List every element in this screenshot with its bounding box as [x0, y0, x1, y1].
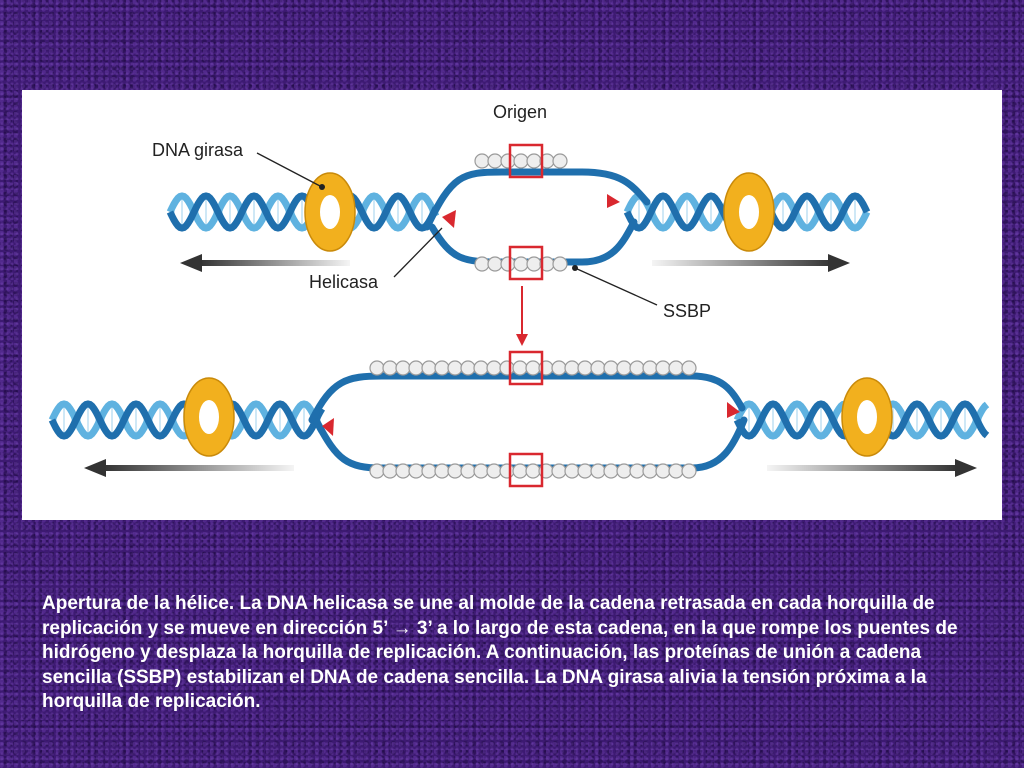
ssbp-bead — [369, 463, 385, 479]
ssbp-bead — [577, 360, 593, 376]
ssbp-bead — [382, 360, 398, 376]
ssbp-bead — [499, 360, 515, 376]
label-helicase: Helicasa — [309, 272, 379, 292]
ssbp-bead — [513, 153, 529, 169]
ssbp-bead — [526, 153, 542, 169]
ssbp-bead — [408, 463, 424, 479]
ssbp-bead — [525, 360, 541, 376]
arrow-top-left — [180, 254, 350, 272]
ssbp-bead — [500, 153, 516, 169]
ssbp-bead — [629, 463, 645, 479]
helicase-top-left — [442, 210, 456, 228]
ssbp-bead — [552, 256, 568, 272]
ssbp-bead — [460, 360, 476, 376]
ssbp-bead — [460, 463, 476, 479]
ssbp-bead — [473, 360, 489, 376]
ssbp-bead — [616, 360, 632, 376]
helicase-leader-line — [393, 227, 443, 278]
origin-box-bottom-upper — [508, 350, 544, 386]
ssbp-bead — [474, 256, 490, 272]
ssbp-beads-bottom-upper — [369, 360, 697, 376]
transition-arrow — [516, 286, 528, 346]
ssbp-bead — [668, 360, 684, 376]
ssbp-bead — [512, 360, 528, 376]
ssbp-bead — [603, 360, 619, 376]
ssbp-bead — [434, 463, 450, 479]
ssbp-bead — [552, 153, 568, 169]
ssbp-beads-top-lower — [474, 256, 568, 272]
origin-box-bottom-lower — [508, 452, 544, 488]
ssbp-bead — [642, 360, 658, 376]
ssbp-bead — [564, 463, 580, 479]
gyrase-leader-line — [256, 152, 321, 187]
ssbp-bead — [500, 256, 516, 272]
ssbp-bead — [473, 463, 489, 479]
ssbp-bead — [551, 463, 567, 479]
gyrase-top-left — [304, 172, 356, 252]
ssbp-leader-dot — [572, 265, 578, 271]
label-dna-gyrase: DNA girasa — [152, 140, 244, 160]
lower-single-strand — [428, 218, 638, 266]
ssbp-bead — [512, 463, 528, 479]
ssbp-beads-top-upper — [474, 153, 568, 169]
upper-single-strand — [423, 168, 651, 231]
ssbp-bead — [395, 360, 411, 376]
ssbp-bead — [474, 153, 490, 169]
helicase-bottom-right — [727, 402, 740, 418]
ssbp-bead — [681, 463, 697, 479]
ssbp-bead — [590, 463, 606, 479]
ssbp-bead — [655, 463, 671, 479]
arrow-bottom-left — [84, 459, 294, 477]
figure-caption: Apertura de la hélice. La DNA helicasa s… — [42, 593, 958, 712]
gyrase-leader-dot — [319, 184, 325, 190]
top-bubble — [423, 168, 651, 266]
ssbp-bead — [447, 463, 463, 479]
ssbp-bead — [642, 463, 658, 479]
helix-top-left — [166, 192, 440, 232]
ssbp-bead — [369, 360, 385, 376]
ssbp-bead — [395, 463, 411, 479]
ssbp-bead — [681, 360, 697, 376]
ssbp-bead — [421, 463, 437, 479]
label-origin: Origen — [493, 102, 547, 122]
ssbp-bead — [629, 360, 645, 376]
gyrase-top-right — [723, 172, 775, 252]
ssbp-bead — [487, 256, 503, 272]
ssbp-bead — [499, 463, 515, 479]
ssbp-bead — [434, 360, 450, 376]
gyrase-bottom-left — [183, 377, 235, 457]
ssbp-bead — [525, 463, 541, 479]
helicase-bottom-left — [322, 418, 334, 436]
ssbp-bead — [526, 256, 542, 272]
replication-fork-diagram: Origen DNA girasa Helicasa SSBP — [48, 102, 990, 488]
origin-box-top-lower — [508, 245, 544, 281]
ssbp-bead — [486, 463, 502, 479]
gyrase-bottom-right — [841, 377, 893, 457]
upper-single-strand-bottom — [308, 372, 746, 424]
lower-single-strand-bottom — [313, 416, 748, 472]
ssbp-bead — [421, 360, 437, 376]
ssbp-bead — [382, 463, 398, 479]
ssbp-bead — [486, 360, 502, 376]
helicase-top-right — [607, 194, 620, 208]
ssbp-bead — [447, 360, 463, 376]
arrow-top-right — [652, 254, 850, 272]
ssbp-bead — [513, 256, 529, 272]
ssbp-bead — [551, 360, 567, 376]
arrow-bottom-right — [767, 459, 977, 477]
ssbp-bead — [668, 463, 684, 479]
ssbp-bead — [577, 463, 593, 479]
origin-box-top-upper — [508, 143, 544, 179]
ssbp-bead — [408, 360, 424, 376]
ssbp-bead — [616, 463, 632, 479]
ssbp-bead — [590, 360, 606, 376]
ssbp-leader-line — [574, 267, 658, 306]
label-ssbp: SSBP — [663, 301, 711, 321]
ssbp-bead — [487, 153, 503, 169]
figure-panel: Origen DNA girasa Helicasa SSBP — [22, 90, 1002, 520]
ssbp-beads-bottom-lower — [369, 463, 697, 479]
ssbp-bead — [603, 463, 619, 479]
ssbp-bead — [564, 360, 580, 376]
ssbp-bead — [655, 360, 671, 376]
